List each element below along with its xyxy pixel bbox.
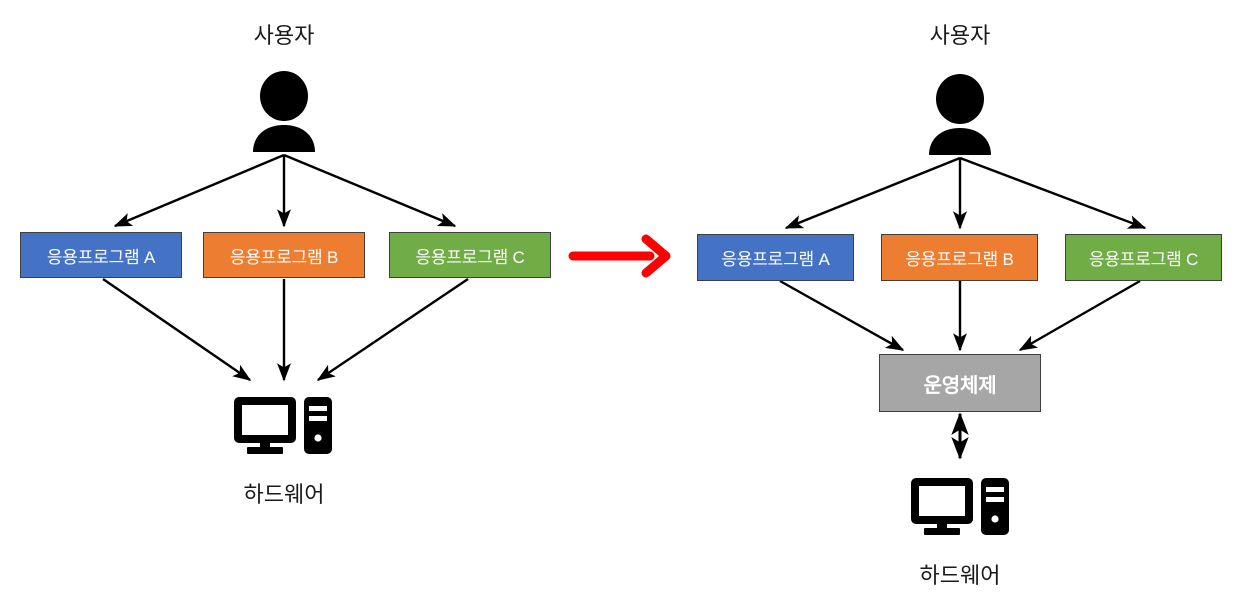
right-app-b-box[interactable]: 응용프로그램 B	[881, 234, 1038, 281]
right-app-b-label: 응용프로그램 B	[905, 250, 1014, 269]
left-hardware-label: 하드웨어	[243, 482, 325, 507]
right-app-a-box[interactable]: 응용프로그램 A	[697, 234, 854, 281]
left-user-label: 사용자	[253, 23, 315, 48]
right-app-c-box[interactable]: 응용프로그램 C	[1065, 234, 1222, 281]
left-app-c-box[interactable]: 응용프로그램 C	[389, 232, 551, 278]
left-app-a-box[interactable]: 응용프로그램 A	[20, 232, 182, 278]
right-os-label: 운영체제	[923, 374, 997, 397]
left-app-b-label: 응용프로그램 B	[229, 247, 339, 267]
right-apps-to-os-arrows	[779, 279, 1141, 352]
right-app-a-label: 응용프로그램 A	[721, 250, 830, 269]
right-user-to-apps-arrows	[784, 156, 1147, 230]
left-apps-to-hardware-arrows	[102, 278, 469, 382]
right-user-label: 사용자	[929, 23, 991, 48]
left-user-to-apps-arrows	[113, 153, 457, 228]
left-user-icon	[245, 70, 323, 152]
left-app-a-label: 응용프로그램 A	[46, 247, 156, 267]
left-app-b-box[interactable]: 응용프로그램 B	[203, 232, 365, 278]
right-app-c-label: 응용프로그램 C	[1088, 250, 1199, 269]
left-hardware-icon	[232, 395, 334, 455]
right-hardware-icon	[909, 476, 1011, 536]
right-hardware-label: 하드웨어	[919, 563, 1001, 588]
right-user-icon	[921, 73, 999, 155]
right-os-box[interactable]: 운영체제	[879, 354, 1041, 412]
transition-arrow-icon	[568, 234, 671, 278]
left-app-c-label: 응용프로그램 C	[415, 247, 525, 267]
